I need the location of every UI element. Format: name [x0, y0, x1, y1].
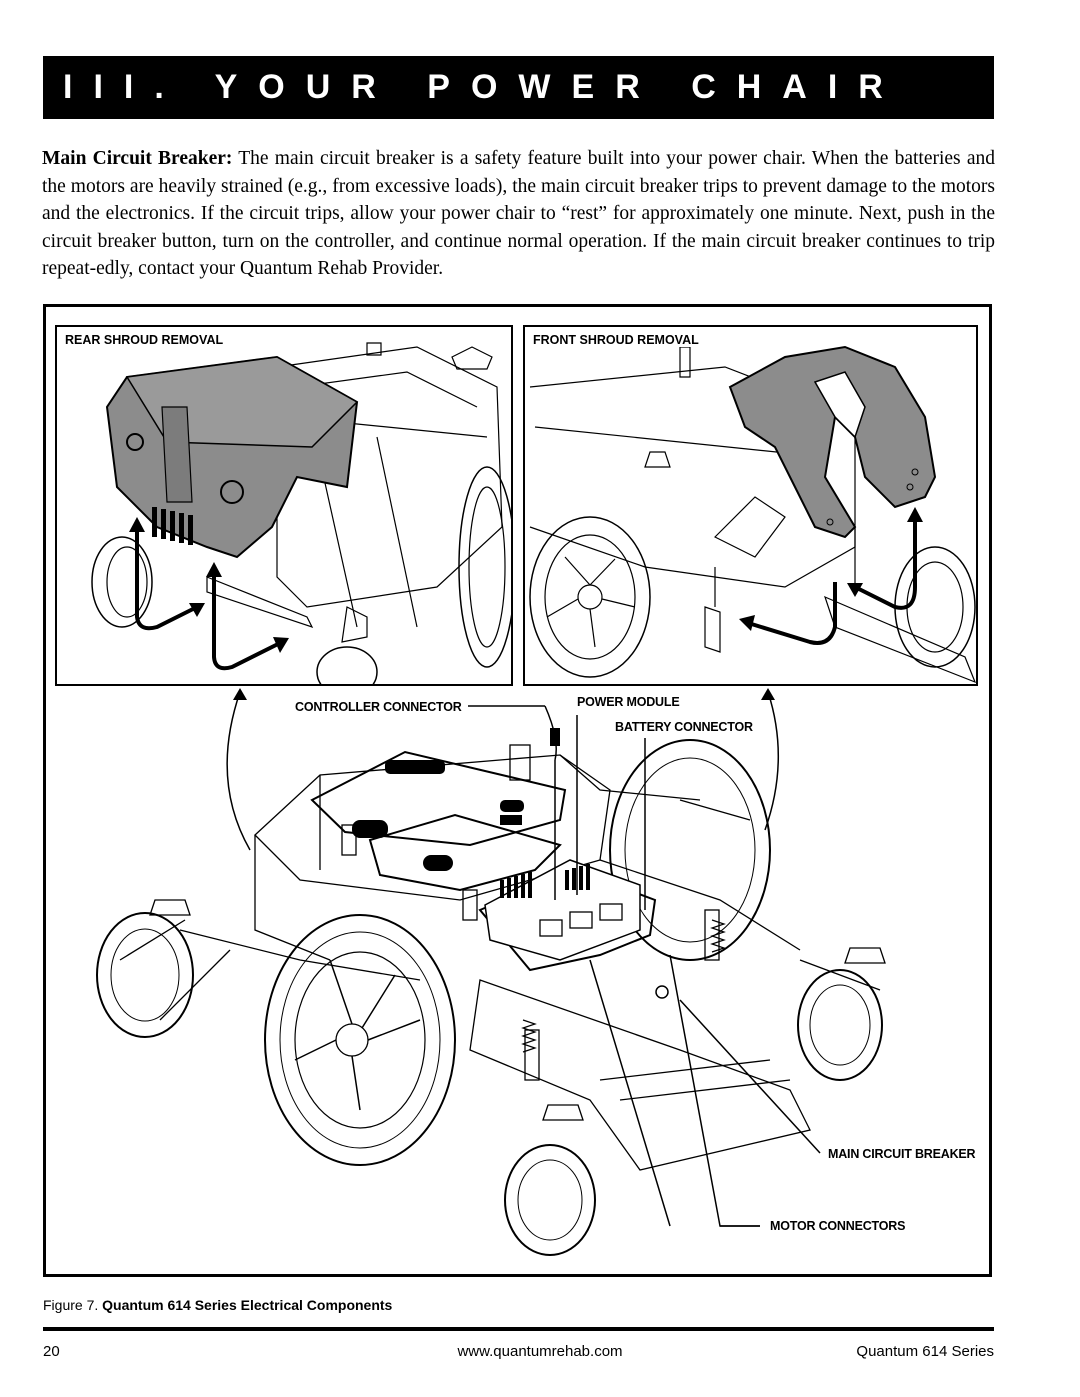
front-shroud-illustration — [529, 345, 976, 684]
paragraph-term: Main Circuit Breaker: — [42, 148, 233, 169]
controller-connector-label: CONTROLLER CONNECTOR — [295, 700, 462, 714]
motor-connectors-label: MOTOR CONNECTORS — [770, 1219, 906, 1233]
rear-shroud-removal-panel: REAR SHROUD REMOVAL — [55, 325, 513, 686]
footer-url: www.quantumrehab.com — [457, 1343, 623, 1360]
footer-rule — [43, 1327, 994, 1331]
figure-caption: Figure 7. Quantum 614 Series Electrical … — [43, 1297, 392, 1313]
caption-prefix: Figure 7. — [43, 1297, 99, 1313]
front-shroud-label: FRONT SHROUD REMOVAL — [533, 333, 703, 347]
power-module-label: POWER MODULE — [577, 695, 680, 709]
figure-frame — [43, 304, 992, 1277]
page-number: 20 — [43, 1343, 60, 1360]
paragraph-text: The main circuit breaker is a safety fea… — [42, 148, 995, 279]
section-title: III. YOUR POWER CHAIR — [63, 68, 904, 106]
main-circuit-breaker-label: MAIN CIRCUIT BREAKER — [828, 1147, 976, 1161]
body-paragraph: Main Circuit Breaker: The main circuit b… — [42, 145, 995, 283]
rear-shroud-illustration — [91, 342, 511, 684]
footer-product: Quantum 614 Series — [856, 1343, 994, 1360]
caption-text: Quantum 614 Series Electrical Components — [98, 1297, 393, 1313]
section-header-banner: III. YOUR POWER CHAIR — [43, 56, 994, 119]
front-shroud-removal-panel: FRONT SHROUD REMOVAL — [523, 325, 978, 686]
battery-connector-label: BATTERY CONNECTOR — [615, 720, 753, 734]
rear-shroud-label: REAR SHROUD REMOVAL — [65, 333, 228, 347]
